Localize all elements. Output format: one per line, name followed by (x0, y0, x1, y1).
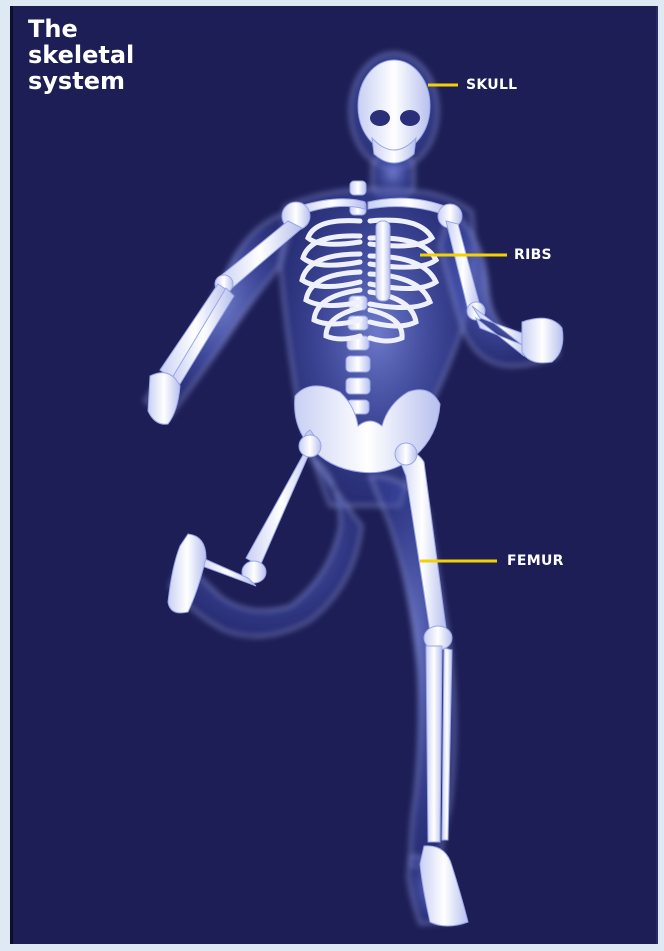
title-line-1: The (28, 16, 134, 42)
running-skeleton-illustration (10, 6, 658, 944)
skull-label: SKULL (466, 77, 517, 93)
title-line-3: system (28, 68, 134, 94)
diagram-frame: The skeletal system SKULL RIBS FEMUR (10, 6, 658, 944)
sternum-bone (376, 221, 390, 301)
femur-label: FEMUR (507, 553, 564, 569)
diagram-title: The skeletal system (28, 16, 134, 94)
title-line-2: skeletal (28, 42, 134, 68)
ribs-label: RIBS (514, 247, 552, 263)
skull-bone (358, 60, 430, 152)
